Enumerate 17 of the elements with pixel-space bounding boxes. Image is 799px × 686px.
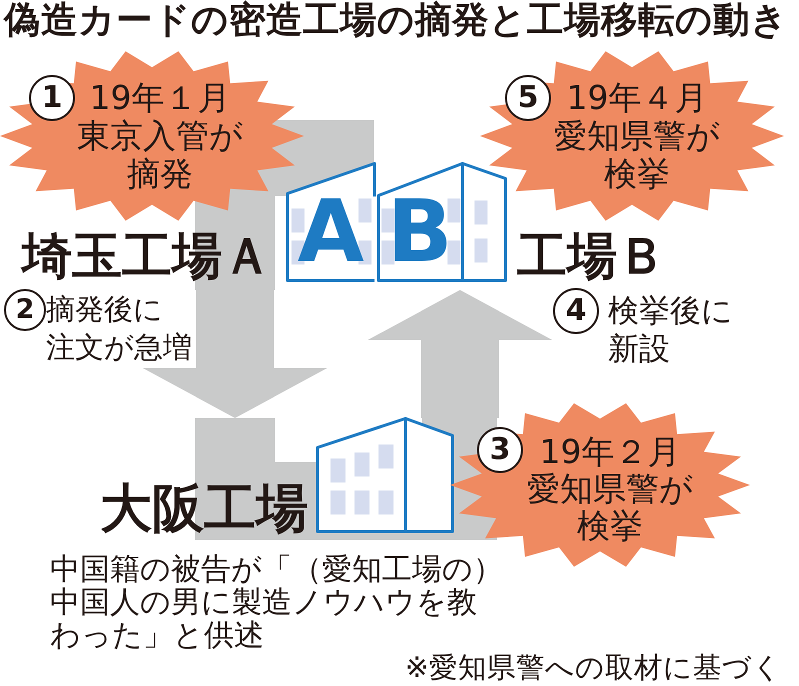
footnote: ※愛知県警への取材に基づく	[405, 652, 782, 684]
callout-text: 19年２月愛知県警が検挙	[526, 433, 694, 544]
factory-label: 大阪工場	[100, 483, 308, 535]
building-letter: A	[298, 200, 364, 266]
factory-label: 埼玉工場Ａ	[22, 231, 272, 281]
step-number: 4	[553, 288, 599, 334]
diagram-title: 偽造カードの密造工場の摘発と工場移転の動き	[4, 0, 788, 40]
factory-label: 工場Ｂ	[517, 231, 667, 281]
step-number: 5	[505, 75, 551, 121]
band-arrow	[368, 290, 552, 418]
callout-text: 19年４月愛知県警が検挙	[553, 79, 721, 193]
band-arrow	[142, 290, 328, 418]
note-text: 中国籍の被告が「（愛知工場の）中国人の男に製造ノウハウを教わった」と供述	[50, 553, 504, 652]
building-letter: B	[387, 200, 453, 266]
step-number: 2	[4, 289, 46, 331]
step-number: 1	[29, 75, 75, 121]
callout-text: 19年１月東京入管が摘発	[76, 79, 244, 193]
